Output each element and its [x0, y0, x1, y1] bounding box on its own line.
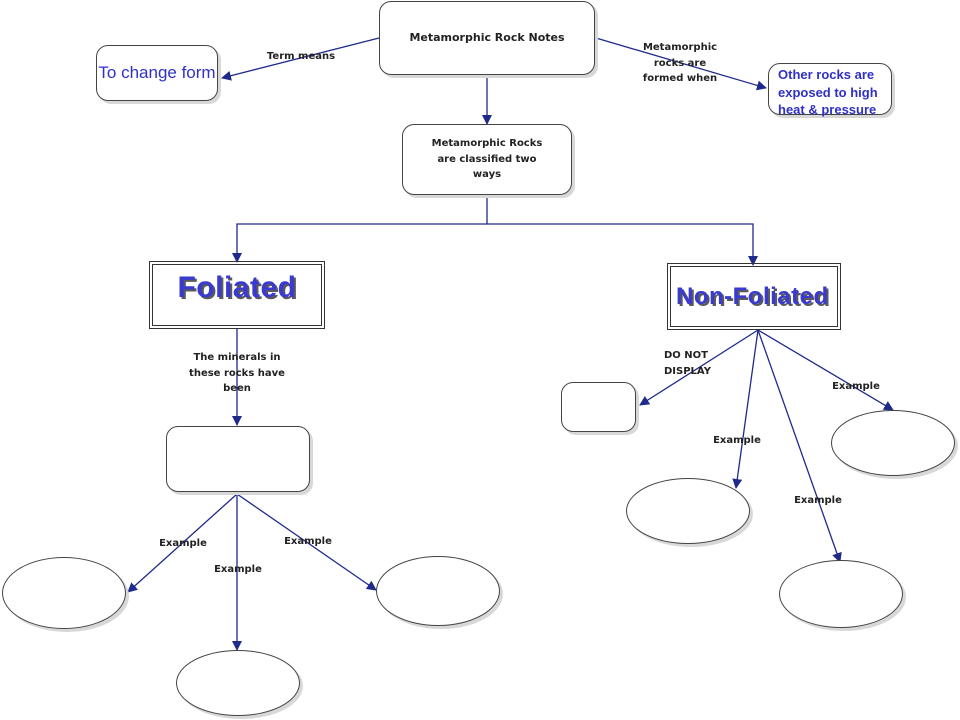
classified-text: Metamorphic Rocks are classified two way… — [431, 138, 543, 181]
edge-label-example: Example — [787, 493, 849, 509]
meaning-node: To change form — [96, 45, 218, 101]
formed-node: Other rocks are exposed to high heat & p… — [768, 63, 892, 117]
example-label-text: Example — [832, 381, 880, 392]
formed-when-text: Metamorphic rocks are formed when — [642, 42, 718, 84]
hidden-answer-box — [561, 382, 636, 432]
connector-classified-branches — [232, 196, 488, 263]
edge-label-example: Example — [825, 379, 887, 395]
arrow-formed-when — [595, 37, 767, 91]
edge-label-example: Example — [207, 562, 269, 578]
arrow-nonfoliated-ellipse-1 — [732, 329, 759, 489]
arrow-nonfoliated-ellipse-3 — [757, 329, 894, 411]
meaning-text: To change form — [98, 62, 216, 82]
formed-text: Other rocks are exposed to high heat & p… — [778, 67, 878, 118]
edge-label-example: Example — [277, 534, 339, 550]
edge-label-formed-when: Metamorphic rocks are formed when — [636, 40, 724, 87]
arrow-term-means — [221, 37, 380, 81]
foliated-text: Foliated — [177, 271, 297, 304]
title-text: Metamorphic Rock Notes — [409, 31, 565, 45]
example-label-text: Example — [159, 538, 207, 549]
example-ellipse — [779, 560, 903, 628]
foliated-node: Foliated — [149, 261, 325, 329]
edge-label-example: Example — [152, 536, 214, 552]
example-ellipse — [376, 556, 500, 626]
edge-label-example: Example — [706, 433, 768, 449]
example-ellipse — [626, 478, 750, 544]
minerals-result-box — [166, 426, 310, 492]
title-node: Metamorphic Rock Notes — [379, 1, 595, 75]
connector-classified-nonfoliated — [487, 223, 758, 266]
do-not-display-text: DO NOT DISPLAY — [664, 350, 711, 377]
edge-label-minerals: The minerals in these rocks have been — [185, 350, 289, 397]
example-label-text: Example — [284, 536, 332, 547]
arrow-nonfoliated-ellipse-2 — [757, 329, 842, 563]
edge-label-do-not-display: DO NOT DISPLAY — [664, 348, 724, 379]
arrow-minerals-ellipse-right — [236, 493, 377, 591]
example-ellipse — [176, 650, 300, 716]
example-label-text: Example — [214, 564, 262, 575]
arrow-minerals-ellipse-left — [127, 493, 238, 593]
edge-label-term-means: Term means — [258, 49, 344, 65]
non-foliated-text: Non-Foliated — [676, 282, 829, 310]
minerals-text: The minerals in these rocks have been — [189, 352, 285, 394]
non-foliated-node: Non-Foliated — [667, 263, 841, 330]
example-ellipse — [831, 410, 955, 476]
example-ellipse — [2, 557, 126, 629]
arrow-nonfoliated-hidden — [639, 329, 759, 406]
example-label-text: Example — [794, 495, 842, 506]
classified-node: Metamorphic Rocks are classified two way… — [402, 124, 572, 195]
example-label-text: Example — [713, 435, 761, 446]
term-means-text: Term means — [266, 51, 336, 62]
